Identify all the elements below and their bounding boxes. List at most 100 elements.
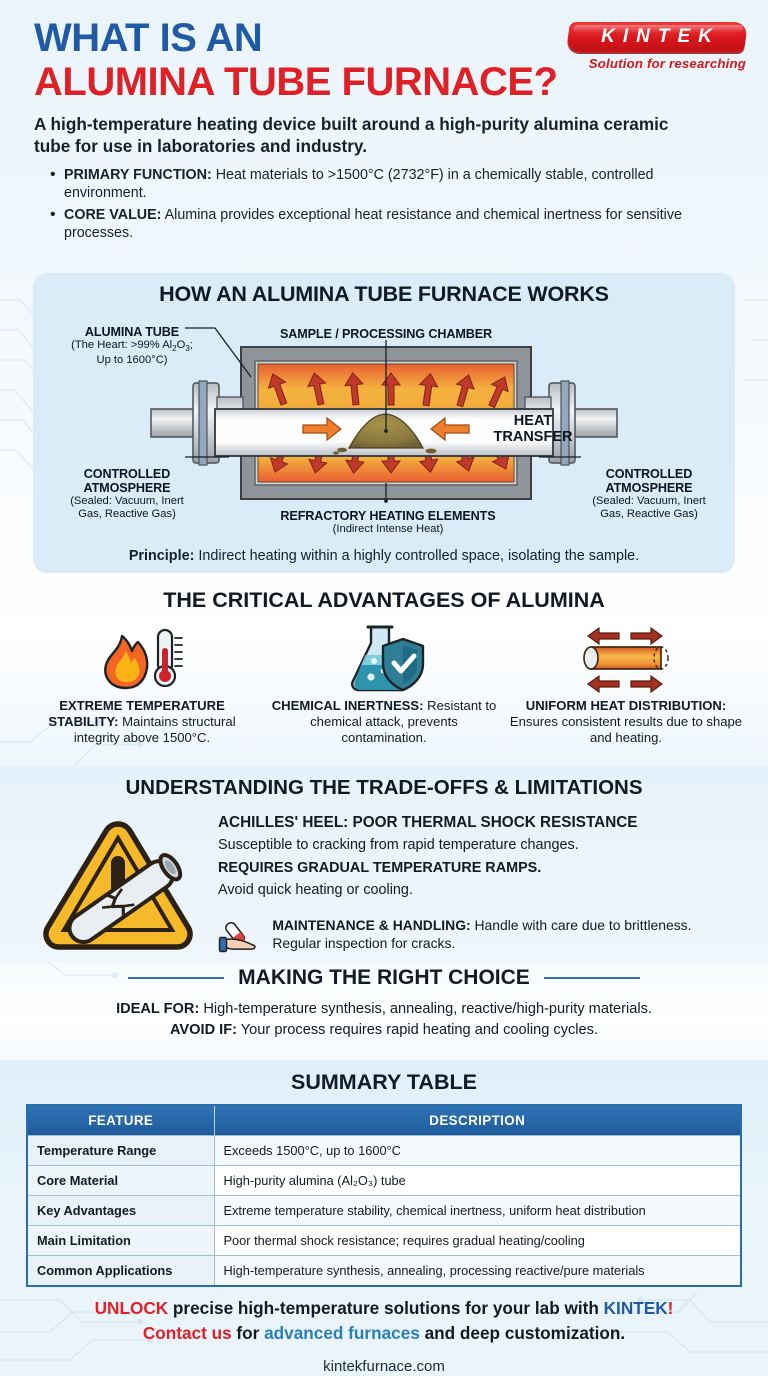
table-row: Temperature Range Exceeds 1500°C, up to … — [28, 1135, 740, 1166]
advantages-title: THE CRITICAL ADVANTAGES OF ALUMINA — [163, 588, 605, 612]
table-row: Common Applications High-temperature syn… — [28, 1255, 740, 1285]
cell-description: High-temperature synthesis, annealing, p… — [214, 1255, 740, 1285]
advantage-text: CHEMICAL INERTNESS: Resistant to chemica… — [266, 698, 502, 747]
principle-text: Indirect heating within a highly control… — [194, 548, 640, 564]
cell-feature: Key Advantages — [28, 1195, 215, 1226]
cta-mid: precise high-temperature solutions for y… — [168, 1298, 604, 1318]
list-item: PRIMARY FUNCTION: Heat materials to >150… — [50, 165, 740, 202]
advantage-label: EXTREME TEMPERATURE STABILITY: — [48, 698, 225, 730]
ideal-for-line: IDEAL FOR: High-temperature synthesis, a… — [0, 999, 768, 1020]
label-controlled-atmosphere-right: CONTROLLED ATMOSPHERE (Sealed: Vacuum, I… — [573, 467, 725, 520]
cell-feature: Main Limitation — [28, 1225, 215, 1256]
advantage-text: UNIFORM HEAT DISTRIBUTION: Ensures consi… — [508, 698, 744, 747]
label-heating-elements: REFRACTORY HEATING ELEMENTS (Indirect In… — [243, 509, 533, 536]
cell-description: Exceeds 1500°C, up to 1600°C — [214, 1135, 740, 1166]
advantage-text: EXTREME TEMPERATURE STABILITY: Maintains… — [24, 698, 260, 747]
tradeoffs-line2: REQUIRES GRADUAL TEMPERATURE RAMPS. — [218, 859, 740, 878]
advantage-item: CHEMICAL INERTNESS: Resistant to chemica… — [266, 620, 502, 747]
page-title-line1: WHAT IS AN — [34, 16, 263, 60]
summary-table: FEATURE DESCRIPTION Temperature Range Ex… — [28, 1106, 740, 1285]
cell-description: High-purity alumina (Al₂O₃) tube — [214, 1165, 740, 1196]
warning-cracked-tube-icon — [40, 810, 210, 960]
column-header-feature: FEATURE — [28, 1106, 215, 1136]
advantage-item: UNIFORM HEAT DISTRIBUTION: Ensures consi… — [508, 620, 744, 747]
page-title-line2: ALUMINA TUBE FURNACE? — [34, 59, 558, 104]
column-header-description: DESCRIPTION — [214, 1106, 740, 1136]
tradeoffs-body: ACHILLES' HEEL: POOR THERMAL SHOCK RESIS… — [40, 810, 740, 960]
alumina-tube-title: ALUMINA TUBE — [84, 325, 180, 339]
cta-line-1: UNLOCK precise high-temperature solution… — [0, 1296, 768, 1321]
ideal-for-label: IDEAL FOR: — [116, 1001, 200, 1017]
cell-feature: Core Material — [28, 1165, 215, 1196]
table-row: Main Limitation Poor thermal shock resis… — [28, 1225, 740, 1256]
cta-for: for — [231, 1322, 265, 1343]
logo-letter: N — [636, 26, 651, 47]
atmosphere-right-sub1: (Sealed: Vacuum, Inert — [592, 495, 706, 508]
sample-chamber-title: SAMPLE / PROCESSING CHAMBER — [279, 327, 493, 341]
divider-left — [128, 977, 225, 979]
tradeoffs-copy: ACHILLES' HEEL: POOR THERMAL SHOCK RESIS… — [210, 810, 740, 960]
svg-text:TRANSFER: TRANSFER — [494, 429, 573, 445]
maintenance-text: MAINTENANCE & HANDLING: Handle with care… — [272, 912, 740, 952]
header: K I N T E K Solution for researching WHA… — [0, 0, 768, 242]
alumina-tube-sub2: Up to 1600°C) — [96, 354, 168, 367]
furnace-diagram: HEAT TRANSFER — [150, 327, 618, 503]
bullet-text: Alumina provides exceptional heat resist… — [64, 206, 682, 241]
principle-line: Principle: Indirect heating within a hig… — [33, 548, 735, 564]
avoid-if-label: AVOID IF: — [169, 1022, 237, 1039]
alumina-tube-sub: (The Heart: >99% Al2O3; Up to 1600°C) — [71, 339, 193, 367]
tradeoffs-line1: Susceptible to cracking from rapid tempe… — [218, 837, 579, 853]
page-lede: A high-temperature heating device built … — [34, 113, 669, 156]
tradeoffs-line3: Avoid quick heating or cooling. — [218, 882, 413, 899]
right-choice-title: MAKING THE RIGHT CHOICE — [238, 966, 530, 989]
tradeoffs-title: UNDERSTANDING THE TRADE-OFFS & LIMITATIO… — [125, 776, 643, 799]
logo-letter: I — [622, 26, 630, 47]
list-item: CORE VALUE: Alumina provides exceptional… — [50, 205, 740, 242]
right-choice-lines: IDEAL FOR: High-temperature synthesis, a… — [0, 999, 768, 1041]
logo-wordmark: K I N T E K — [568, 22, 746, 52]
advantage-label: UNIFORM HEAT DISTRIBUTION: — [525, 698, 727, 713]
cta-line-2: Contact us for advanced furnaces and dee… — [0, 1321, 768, 1346]
atmosphere-right-sub2: Gas, Reactive Gas) — [600, 507, 698, 520]
maintenance-row: MAINTENANCE & HANDLING: Handle with care… — [218, 912, 740, 960]
label-alumina-tube: ALUMINA TUBE (The Heart: >99% Al2O3; Up … — [57, 325, 207, 367]
right-choice-section: MAKING THE RIGHT CHOICE IDEAL FOR: High-… — [0, 966, 768, 1041]
summary-section: SUMMARY TABLE FEATURE DESCRIPTION Temper… — [0, 1060, 768, 1293]
logo-letter: K — [698, 26, 713, 47]
footer: UNLOCK precise high-temperature solution… — [0, 1296, 768, 1375]
summary-title: SUMMARY TABLE — [291, 1070, 477, 1094]
heating-elements-title: REFRACTORY HEATING ELEMENTS — [280, 509, 496, 523]
advantage-item: EXTREME TEMPERATURE STABILITY: Maintains… — [24, 620, 260, 747]
divider-right — [543, 977, 640, 979]
label-sample-chamber: SAMPLE / PROCESSING CHAMBER — [251, 327, 521, 341]
fire-thermometer-icon — [24, 620, 260, 694]
website-url[interactable]: kintekfurnace.com — [323, 1357, 445, 1375]
cta-end: and deep customization. — [419, 1322, 626, 1343]
bullet-label: PRIMARY FUNCTION: — [64, 166, 212, 183]
table-row: Key Advantages Extreme temperature stabi… — [28, 1195, 740, 1226]
cta-contact[interactable]: Contact us — [142, 1322, 232, 1343]
advantage-desc: Ensures consistent results due to shape … — [509, 714, 743, 746]
hand-test-tube-icon — [218, 922, 256, 953]
bullet-text: Heat materials to >1500°C (2732°F) in a … — [64, 166, 654, 201]
cta-advanced-furnaces[interactable]: advanced furnaces — [264, 1322, 420, 1343]
heating-elements-sub: (Indirect Intense Heat) — [332, 523, 444, 536]
logo-letter: K — [601, 26, 616, 47]
cta-bang: ! — [667, 1298, 674, 1318]
atmosphere-left-l2: ATMOSPHERE — [83, 481, 171, 496]
advantage-desc: Maintains structural integrity above 150… — [73, 714, 236, 746]
kintek-logo[interactable]: K I N T E K Solution for researching — [562, 22, 750, 71]
maintenance-desc: Handle with care due to brittleness. Reg… — [272, 917, 692, 952]
logo-tagline: Solution for researching — [588, 56, 746, 71]
table-header-row: FEATURE DESCRIPTION — [28, 1106, 740, 1136]
logo-plate: K I N T E K — [565, 22, 749, 52]
cta-brand: KINTEK — [603, 1298, 668, 1318]
tradeoffs-section: UNDERSTANDING THE TRADE-OFFS & LIMITATIO… — [0, 766, 768, 962]
cell-feature: Common Applications — [28, 1255, 215, 1285]
atmosphere-left-sub2: Gas, Reactive Gas) — [78, 507, 176, 520]
avoid-if-line: AVOID IF: Your process requires rapid he… — [0, 1020, 768, 1041]
how-it-works-card: HOW AN ALUMINA TUBE FURNACE WORKS — [33, 273, 735, 573]
advantage-label: CHEMICAL INERTNESS: — [271, 698, 424, 713]
bullet-label: CORE VALUE: — [64, 206, 162, 223]
